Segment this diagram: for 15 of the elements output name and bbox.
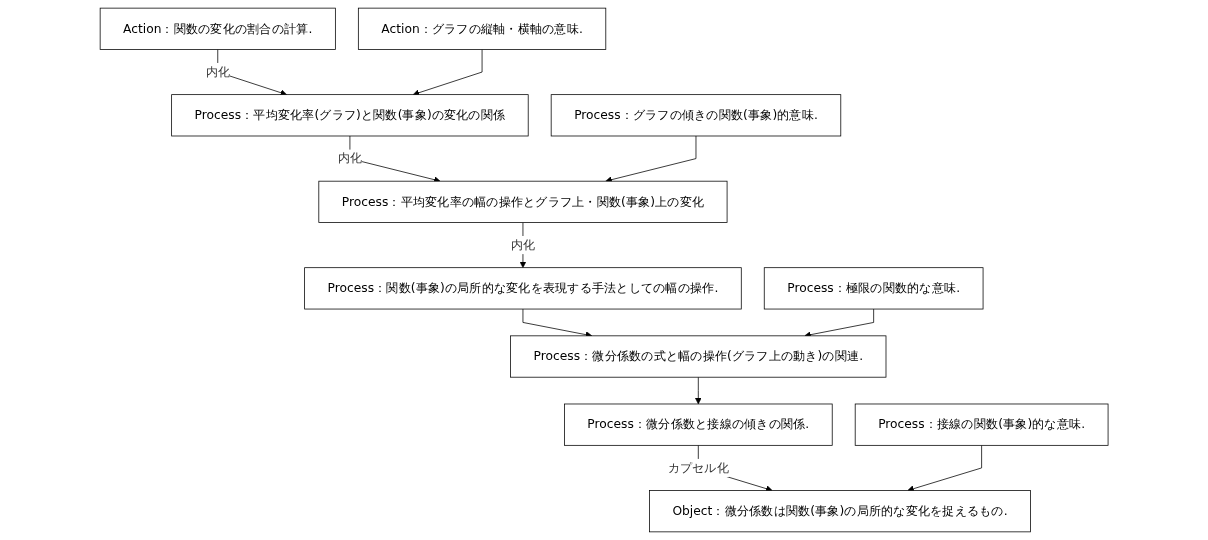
node-box: Action：関数の変化の割合の計算. — [99, 7, 336, 50]
node-box: Process：平均変化率の幅の操作とグラフ上・関数(事象)上の変化 — [318, 180, 728, 223]
node-box: Process：極限の関数的な意味. — [763, 267, 984, 310]
node-box: Process：平均変化率(グラフ)と関数(事象)の変化の関係 — [171, 94, 529, 137]
node-box: Process：関数(事象)の局所的な変化を表現する手法としての幅の操作. — [304, 267, 742, 310]
node-box: Process：微分係数と接線の傾きの関係. — [563, 403, 833, 446]
edge-label: 内化 — [510, 237, 536, 252]
node-box: Process：微分係数の式と幅の操作(グラフ上の動き)の関連. — [510, 335, 887, 378]
node-box: Object：微分係数は関数(事象)の局所的な変化を捉えるもの. — [648, 490, 1031, 533]
node-box: Process：グラフの傾きの関数(事象)的意味. — [550, 94, 842, 137]
edge-label: 内化 — [337, 150, 363, 166]
node-box: Action：グラフの縦軸・横軸の意味. — [357, 7, 607, 50]
edge-label: 内化 — [205, 64, 230, 79]
edge-label: カプセル化 — [667, 460, 729, 475]
node-box: Process：接線の関数(事象)的な意味. — [854, 403, 1109, 446]
